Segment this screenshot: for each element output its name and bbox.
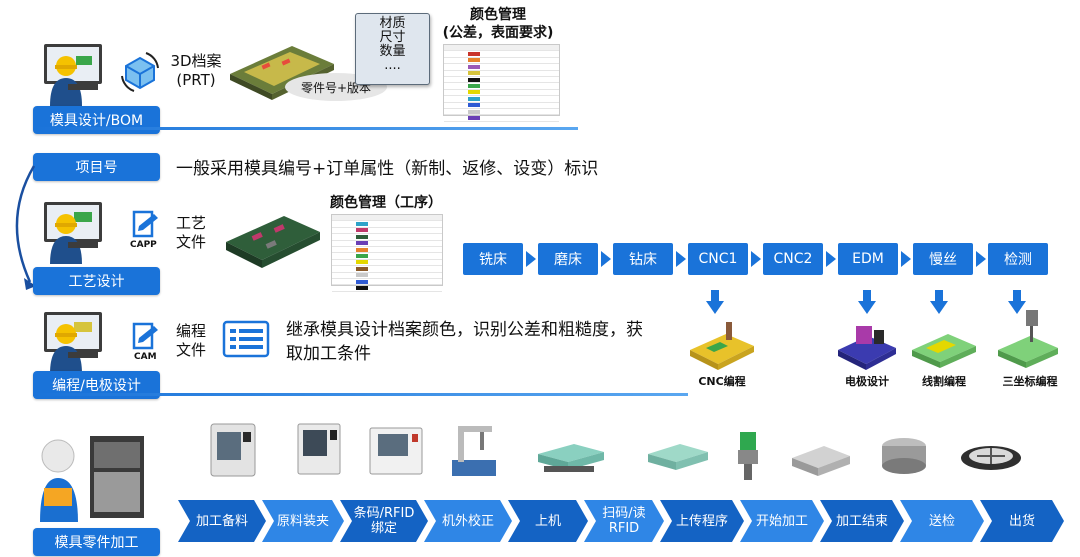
step-cnc1[interactable]: CNC1 — [688, 243, 748, 275]
capp-caption: CAPP — [130, 240, 157, 250]
arrow-down-icon — [858, 290, 876, 314]
wire-cut-programming-image — [912, 334, 976, 368]
mold-part-machining-label[interactable]: 模具零件加工 — [33, 528, 160, 556]
machining-flow-bar: 加工备料 原料装夹 条码/RFID 绑定 机外校正 上机 扫码/读 RFID 上… — [178, 500, 1064, 542]
output-cmm-programming: 三坐标编程 — [1002, 375, 1058, 388]
step-milling[interactable]: 铣床 — [463, 243, 523, 275]
arrow-right-icon — [676, 251, 686, 267]
electrode-holder-image — [738, 432, 758, 480]
step-edm[interactable]: EDM — [838, 243, 898, 275]
output-electrode-design: 电极设计 — [845, 375, 889, 388]
arrow-down-icon — [1008, 290, 1026, 314]
workpiece-block-image — [648, 444, 708, 470]
cmm-programming-image — [998, 310, 1058, 368]
edit-document-icon — [132, 210, 158, 238]
color-table-tolerance — [443, 44, 560, 122]
arrow-right-icon — [826, 251, 836, 267]
cam-caption: CAM — [134, 352, 157, 362]
attribute-box: 材质 尺寸 数量 .... — [355, 13, 430, 85]
edm-machine-image — [297, 423, 341, 475]
project-number-desc: 一般采用模具编号+订单属性（新制、返修、设变）标识 — [176, 159, 599, 179]
list-icon — [222, 320, 270, 358]
part-version-bubble: 零件号+版本 — [285, 73, 387, 101]
3d-file-label: 3D档案 (PRT) — [170, 52, 222, 89]
flow-step-upload-program[interactable]: 上传程序 — [660, 500, 744, 542]
3d-cube-rotate-icon — [121, 52, 159, 92]
step-wire-cut[interactable]: 慢丝 — [913, 243, 973, 275]
arrow-down-icon — [930, 290, 948, 314]
process-color-title: 颜色管理（工序） — [330, 195, 442, 211]
cmm-machine-image — [452, 426, 496, 476]
programming-desc: 继承模具设计档案颜色，识别公差和粗糙度，获 取加工条件 — [286, 320, 643, 364]
fixture-plate-image — [792, 446, 850, 476]
flow-step-offline-calibration[interactable]: 机外校正 — [424, 500, 512, 542]
step-drilling[interactable]: 钻床 — [613, 243, 673, 275]
output-cnc-programming: CNC编程 — [698, 375, 746, 388]
attr-more: .... — [384, 58, 401, 73]
attr-quantity: 数量 — [379, 44, 406, 59]
attr-material: 材质 — [379, 16, 406, 31]
edit-document-icon — [132, 322, 158, 350]
flow-step-send-inspection[interactable]: 送检 — [900, 500, 984, 542]
design-row-rule — [33, 127, 578, 130]
flow-step-scan-rfid[interactable]: 扫码/读 RFID — [584, 500, 664, 542]
flow-step-ship[interactable]: 出货 — [980, 500, 1064, 542]
flow-step-load-machine[interactable]: 上机 — [508, 500, 588, 542]
arrow-right-icon — [526, 251, 536, 267]
project-number-label[interactable]: 项目号 — [33, 153, 160, 181]
arrow-right-icon — [751, 251, 761, 267]
programming-doc-label: 编程 文件 — [176, 322, 207, 359]
flow-step-start-machining[interactable]: 开始加工 — [740, 500, 824, 542]
arrow-down-icon — [706, 290, 724, 314]
color-table-process — [331, 214, 443, 292]
process-doc-label: 工艺 文件 — [176, 214, 207, 251]
flow-step-finish-machining[interactable]: 加工结束 — [820, 500, 904, 542]
worker-at-computer-icon — [44, 202, 102, 264]
worker-at-computer-icon — [44, 312, 102, 374]
arrow-right-icon — [901, 251, 911, 267]
programming-row-rule — [33, 393, 688, 396]
zero-point-chuck-image — [961, 446, 1021, 470]
flow-step-rfid-bind[interactable]: 条码/RFID 绑定 — [340, 500, 428, 542]
arrow-right-icon — [601, 251, 611, 267]
step-inspection[interactable]: 检测 — [988, 243, 1048, 275]
cnc-programming-image — [690, 322, 754, 370]
electrode-design-image — [838, 326, 896, 370]
mold-process-model-image — [226, 216, 320, 268]
process-design-label[interactable]: 工艺设计 — [33, 267, 160, 295]
chuck-image — [882, 438, 926, 474]
step-grinding[interactable]: 磨床 — [538, 243, 598, 275]
operator-with-machine-image — [40, 436, 144, 522]
vertical-machining-center-image — [210, 423, 256, 477]
flow-step-clamping[interactable]: 原料装夹 — [262, 500, 344, 542]
wire-edm-machine-image — [369, 427, 423, 475]
attr-size: 尺寸 — [379, 30, 406, 45]
worker-at-computer-icon — [44, 44, 102, 106]
flow-step-material-prep[interactable]: 加工备料 — [178, 500, 266, 542]
output-wire-cut-programming: 线割编程 — [922, 375, 966, 388]
arrow-right-icon — [976, 251, 986, 267]
color-management-title: 颜色管理 (公差，表面要求) — [442, 7, 554, 41]
workpiece-on-pallet-image — [538, 444, 604, 472]
step-cnc2[interactable]: CNC2 — [763, 243, 823, 275]
